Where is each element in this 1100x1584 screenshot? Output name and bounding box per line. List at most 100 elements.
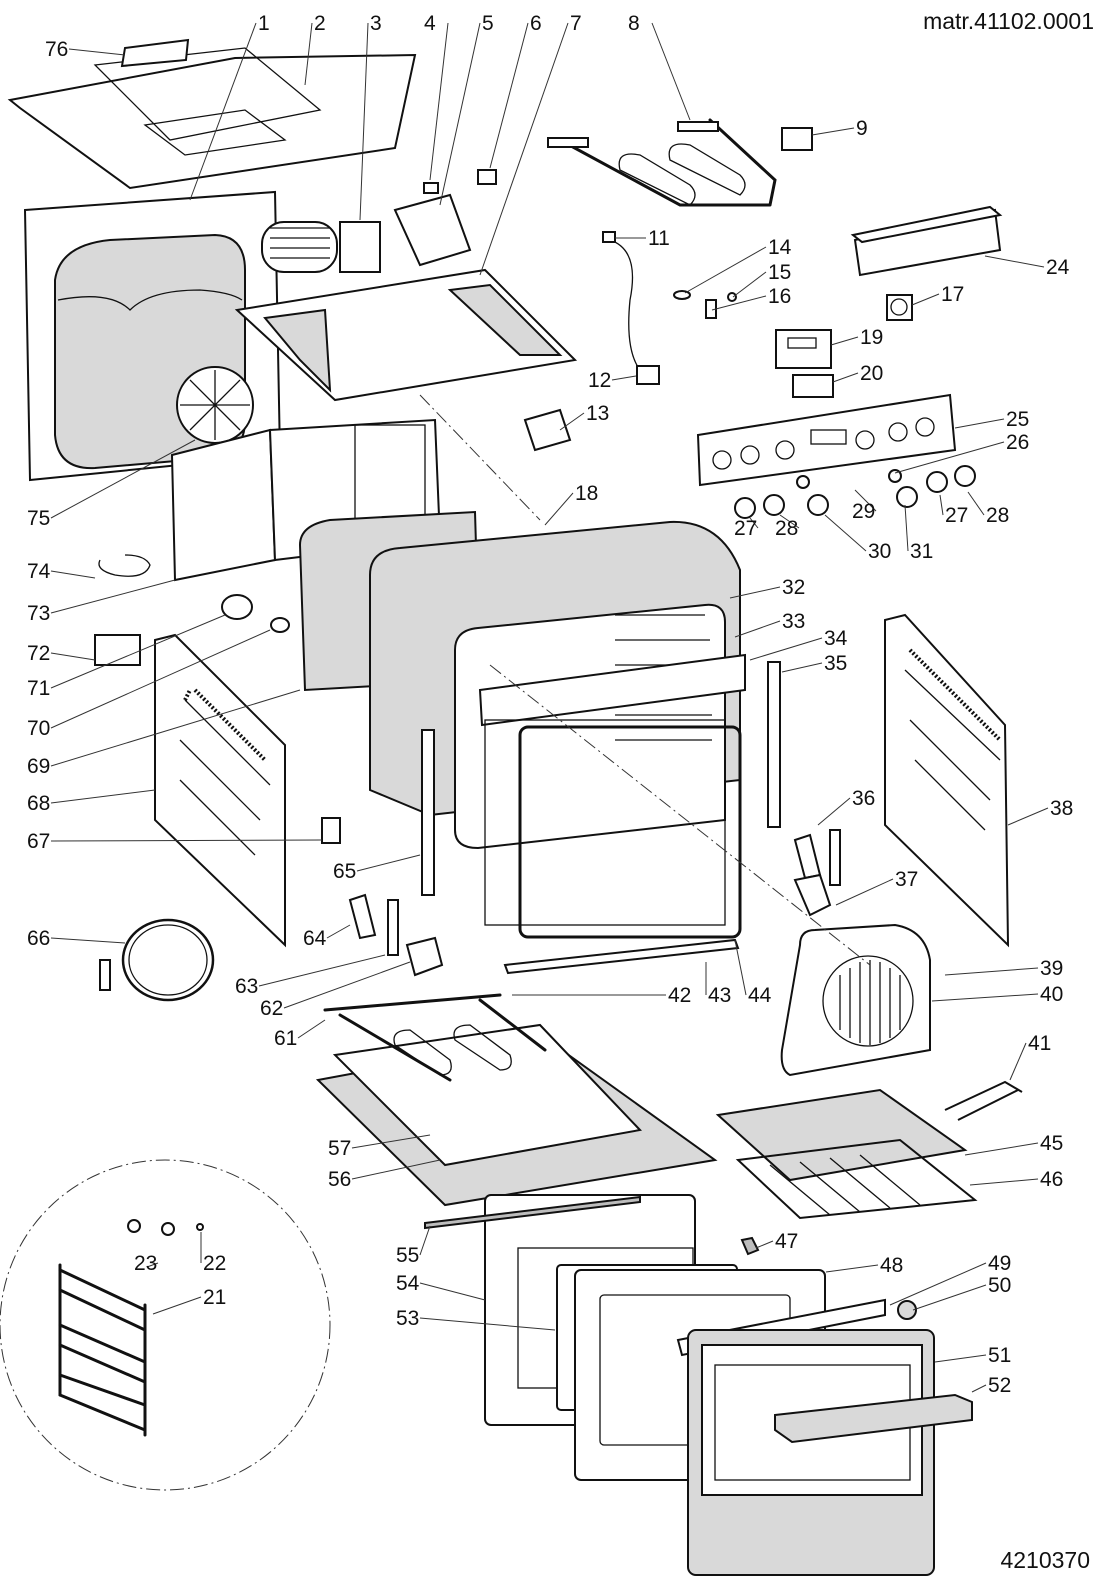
callout-label-5: 5: [482, 12, 494, 35]
callout-label-52: 52: [988, 1374, 1011, 1397]
callout-label-57: 57: [328, 1137, 351, 1160]
callout-label-24: 24: [1046, 256, 1070, 279]
callout-label-31: 31: [910, 540, 933, 563]
callout-label-71: 71: [27, 677, 50, 700]
callout-label-69: 69: [27, 755, 50, 778]
callout-label-35: 35: [824, 652, 847, 675]
leader-line-71: [50, 614, 226, 689]
part-71-lamp-cover: [221, 594, 253, 620]
part-76-plate: [120, 38, 190, 68]
leader-line-27: [939, 494, 944, 516]
part-55-seal-strip: [424, 1195, 641, 1230]
leader-line-13: [559, 412, 585, 431]
leader-line-27: [749, 517, 759, 529]
part-57-tray: [332, 1023, 643, 1167]
callout-label-23: 23: [134, 1252, 157, 1275]
callout-label-3: 3: [370, 12, 382, 35]
leader-line-32: [729, 586, 781, 599]
leader-line-63: [258, 954, 386, 987]
leader-line-1: [189, 22, 257, 201]
part-grill-element: [547, 118, 777, 207]
callout-label-2: 2: [314, 12, 326, 35]
part-67-clip: [321, 817, 341, 844]
callout-label-6: 6: [530, 12, 542, 35]
callout-label-30: 30: [868, 540, 891, 563]
part-top-plate: [234, 268, 578, 402]
callout-label-18: 18: [575, 482, 598, 505]
part-13-terminal-block: [523, 408, 572, 452]
leader-line-12: [611, 375, 637, 381]
part-50-cap: [897, 1300, 917, 1320]
leader-line-28: [779, 514, 800, 529]
leader-line-18: [544, 492, 574, 526]
part-24-bracket: [850, 205, 1003, 277]
part-61-lower-element: [323, 993, 547, 1082]
callout-label-13: 13: [586, 402, 609, 425]
leader-line-39: [944, 967, 1039, 976]
callout-label-38: 38: [1050, 797, 1073, 820]
leader-line-70: [50, 629, 271, 729]
leader-line-62: [283, 961, 411, 1009]
callout-label-8: 8: [628, 12, 640, 35]
part-right-side-panel: [884, 613, 1010, 948]
callout-label-68: 68: [27, 792, 50, 815]
callout-label-36: 36: [852, 787, 875, 810]
leader-line-20: [832, 372, 859, 383]
leader-line-46: [969, 1178, 1039, 1186]
callout-label-28: 28: [986, 504, 1009, 527]
part-probe-socket: [602, 231, 660, 385]
callout-label-7: 7: [570, 12, 582, 35]
part-43-rail: [503, 938, 740, 975]
leader-line-50: [912, 1284, 987, 1311]
callout-label-15: 15: [768, 261, 791, 284]
leader-line-51: [934, 1354, 987, 1363]
leader-line-55: [419, 1225, 431, 1256]
callout-label-48: 48: [880, 1254, 903, 1277]
callout-label-70: 70: [27, 717, 50, 740]
callout-label-19: 19: [860, 326, 883, 349]
part-34-bracket: [478, 653, 746, 727]
leader-line-66: [50, 937, 126, 944]
leader-line-4: [429, 22, 449, 181]
leader-line-72: [50, 652, 96, 661]
callout-label-1: 1: [258, 12, 270, 35]
callout-label-55: 55: [396, 1244, 419, 1267]
callout-label-29: 29: [852, 500, 875, 523]
callout-label-16: 16: [768, 285, 791, 308]
callout-label-74: 74: [27, 560, 51, 583]
part-41-wire: [944, 1080, 1023, 1121]
callout-label-54: 54: [396, 1272, 420, 1295]
callout-label-72: 72: [27, 642, 50, 665]
leader-line-15: [732, 271, 767, 298]
callout-label-50: 50: [988, 1274, 1011, 1297]
leader-line-73: [50, 579, 176, 614]
part-23-screws: [127, 1219, 175, 1236]
callout-label-66: 66: [27, 927, 50, 950]
part-side-runner-left: [421, 729, 435, 896]
part-6-switch: [477, 169, 497, 185]
callout-label-28: 28: [775, 517, 798, 540]
callout-label-76: 76: [45, 38, 68, 61]
callout-label-41: 41: [1028, 1032, 1051, 1055]
part-4-clip: [423, 182, 439, 194]
part-fan-blade: [176, 366, 254, 444]
callout-label-62: 62: [260, 997, 283, 1020]
part-45-baking-tray: [715, 1088, 968, 1182]
header-document-code: matr.41102.0001: [923, 8, 1094, 34]
leader-line-49: [889, 1262, 987, 1306]
callout-label-17: 17: [941, 283, 964, 306]
part-fan-motor: [261, 221, 381, 273]
callout-label-27: 27: [945, 504, 968, 527]
assembly-axis-1: [419, 394, 541, 521]
part-74-cable: [98, 554, 151, 577]
callout-label-45: 45: [1040, 1132, 1063, 1155]
leader-line-24: [984, 255, 1045, 268]
callout-label-34: 34: [824, 627, 848, 650]
leader-line-9: [811, 127, 855, 136]
callout-label-64: 64: [303, 927, 327, 950]
leader-line-44: [734, 939, 747, 996]
callout-label-73: 73: [27, 602, 50, 625]
part-lamp-parts: [673, 290, 737, 319]
part-fan-cover: [780, 923, 931, 1077]
callout-label-11: 11: [648, 227, 670, 250]
